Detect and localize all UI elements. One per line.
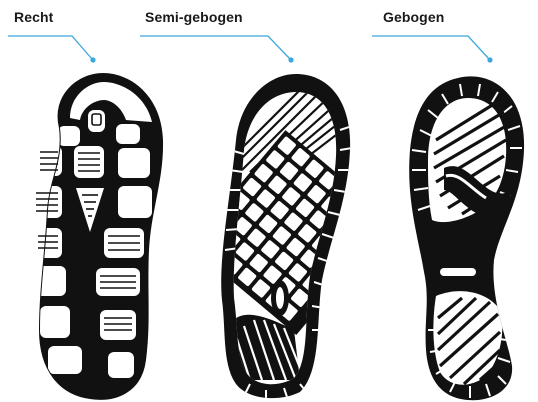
leader-gebogen — [372, 36, 493, 63]
straight-sole-icon — [32, 74, 162, 399]
leader-recht — [8, 36, 96, 63]
leader-semi-gebogen — [140, 36, 294, 63]
curved-sole-icon — [409, 76, 524, 400]
semi-curved-sole-icon — [189, 74, 393, 400]
